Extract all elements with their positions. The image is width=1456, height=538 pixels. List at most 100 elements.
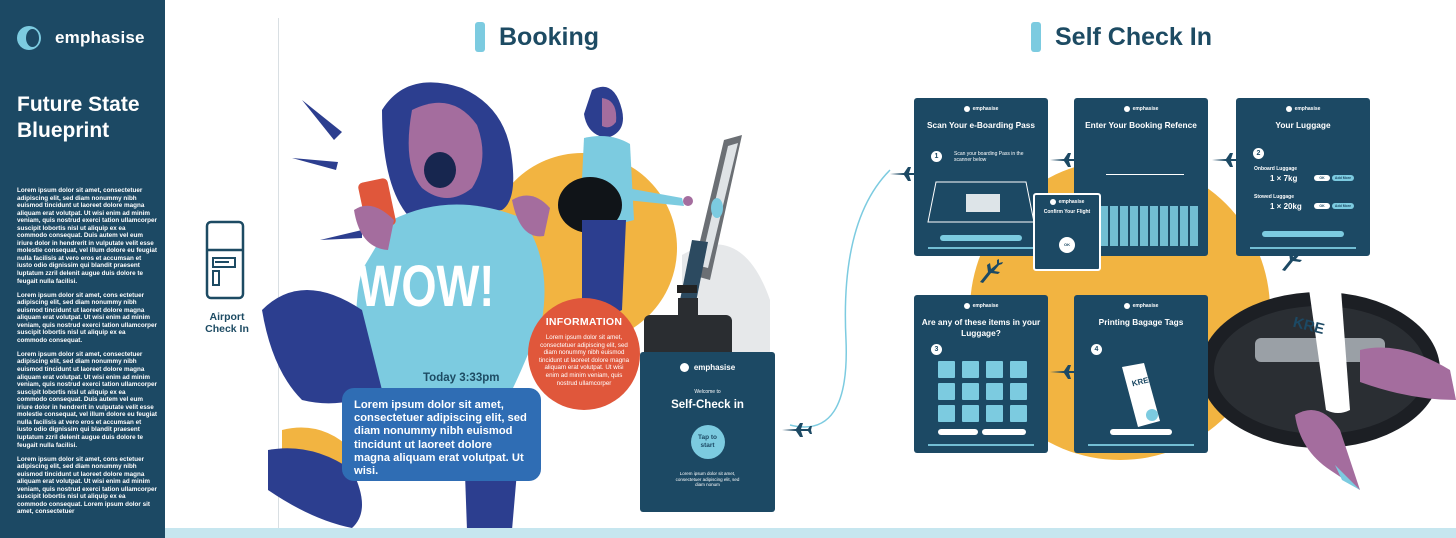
emphasise-logo-icon bbox=[1049, 199, 1056, 205]
chat-message-bubble: Lorem ipsum dolor sit amet, consectetuer… bbox=[342, 388, 541, 481]
kiosk-icon bbox=[205, 220, 245, 300]
stowed-luggage-label: Stowed Luggage bbox=[1254, 194, 1294, 200]
prohibited-item-tile[interactable] bbox=[1010, 383, 1027, 400]
sidebar-paragraph: Lorem ipsum dolor sit amet, cons ectetue… bbox=[17, 455, 157, 516]
prohibited-item-tile[interactable] bbox=[962, 405, 979, 422]
booking-illustration: WOW! bbox=[262, 82, 770, 530]
emphasise-logo-icon bbox=[17, 26, 47, 50]
continue-button[interactable] bbox=[1262, 231, 1344, 237]
kiosk-welcome-text: Welcome to bbox=[694, 389, 721, 395]
onboard-luggage-label: Onboard Luggage bbox=[1254, 166, 1298, 172]
screen-title: Your Luggage bbox=[1275, 120, 1331, 130]
prohibited-item-tile[interactable] bbox=[986, 405, 1003, 422]
prohibited-item-tile[interactable] bbox=[986, 361, 1003, 378]
progress-bar bbox=[928, 247, 1034, 249]
emphasise-logo-icon bbox=[963, 106, 970, 112]
add-more-button[interactable]: Add More bbox=[1332, 175, 1354, 181]
screen-your-luggage: emphasise Your Luggage 2 Onboard Luggage… bbox=[1236, 98, 1370, 256]
emphasise-logo-icon bbox=[1285, 106, 1292, 112]
prohibited-item-tile[interactable] bbox=[1010, 361, 1027, 378]
kiosk-scanner-shape bbox=[711, 198, 723, 218]
woman-sweater-shape bbox=[356, 204, 545, 390]
kiosk-logo: emphasise bbox=[640, 363, 775, 372]
kiosk-title: Self-Check in bbox=[671, 399, 744, 411]
sidebar-body: Lorem ipsum dolor sit amet, consectetuer… bbox=[17, 187, 157, 522]
tap-to-start-button[interactable]: Tap to start bbox=[690, 425, 725, 459]
prohibited-item-tile[interactable] bbox=[938, 383, 955, 400]
reference-input[interactable] bbox=[1106, 174, 1184, 175]
on-screen-keyboard[interactable] bbox=[1100, 206, 1200, 246]
step-number: 4 bbox=[1091, 344, 1102, 355]
bag-tag-graphic: KRE bbox=[1122, 363, 1160, 427]
ok-button[interactable]: OK bbox=[1314, 203, 1330, 209]
continue-button[interactable] bbox=[940, 235, 1022, 241]
kiosk-footer-text: Lorem ipsum dolor sit amet, consectetuer… bbox=[675, 471, 740, 487]
emphasise-logo-icon bbox=[963, 303, 970, 309]
prohibited-item-tile[interactable] bbox=[1010, 405, 1027, 422]
screen-brand: emphasise bbox=[972, 303, 999, 309]
section-title: Booking bbox=[499, 22, 599, 51]
column-divider bbox=[278, 18, 279, 538]
progress-bar bbox=[1250, 247, 1356, 249]
tag-text: KRE bbox=[1131, 375, 1150, 388]
brand-logo: emphasise bbox=[17, 26, 145, 50]
heading-accent bbox=[475, 22, 485, 52]
popup-title: Confirm Your Flight bbox=[1043, 209, 1091, 215]
flight-path-line bbox=[789, 169, 891, 428]
screen-luggage-items: emphasise Are any of these items in your… bbox=[914, 295, 1048, 453]
screen-brand: emphasise bbox=[972, 106, 999, 112]
prohibited-item-tile[interactable] bbox=[962, 361, 979, 378]
onboard-luggage-value: 1 × 7kg bbox=[1270, 174, 1298, 183]
screen-logo: emphasise bbox=[914, 106, 1048, 112]
prohibited-item-tile[interactable] bbox=[938, 405, 955, 422]
step-number: 3 bbox=[931, 344, 942, 355]
ok-button[interactable]: OK bbox=[1314, 175, 1330, 181]
hand-shape bbox=[1360, 347, 1456, 400]
sidebar-paragraph: Lorem ipsum dolor sit amet, consectetuer… bbox=[17, 187, 157, 285]
motion-line-shape bbox=[302, 100, 342, 140]
fist-shape bbox=[512, 195, 550, 237]
bottom-band bbox=[165, 528, 1456, 538]
sidebar-paragraph: Lorem ipsum dolor sit amet, consectetuer… bbox=[17, 350, 157, 449]
sidebar: emphasise Future State Blueprint Lorem i… bbox=[0, 0, 165, 538]
continue-button[interactable] bbox=[1110, 429, 1172, 435]
page-title: Future State Blueprint bbox=[17, 93, 140, 142]
screen-title: Enter Your Booking Refence bbox=[1085, 120, 1197, 130]
woman-leg-shape bbox=[262, 290, 382, 404]
screen-logo: emphasise bbox=[1074, 106, 1208, 112]
screen-brand: emphasise bbox=[1132, 303, 1159, 309]
plane-icon bbox=[782, 153, 1305, 437]
heading-accent bbox=[1031, 22, 1041, 52]
yes-button[interactable] bbox=[938, 429, 978, 435]
qr-code-icon bbox=[966, 194, 1000, 212]
screen-instruction: Scan your boarding Pass in the scanner b… bbox=[954, 151, 1024, 163]
message-timestamp: Today 3:33pm bbox=[423, 372, 500, 384]
section-heading-booking: Booking bbox=[475, 22, 599, 52]
no-button[interactable] bbox=[982, 429, 1026, 435]
screen-brand: emphasise bbox=[1294, 106, 1321, 112]
stage-label: Airport Check In bbox=[205, 311, 249, 335]
progress-bar bbox=[928, 444, 1034, 446]
confirm-flight-popup: emphasise Confirm Your Flight OK bbox=[1033, 193, 1101, 271]
information-callout: INFORMATION Lorem ipsum dolor sit amet, … bbox=[528, 298, 640, 410]
prohibited-item-tile[interactable] bbox=[986, 383, 1003, 400]
handbag-shape bbox=[558, 177, 622, 233]
emphasise-logo-icon bbox=[679, 363, 689, 372]
step-number: 1 bbox=[931, 151, 942, 162]
screen-logo: emphasise bbox=[1035, 199, 1099, 205]
add-more-button[interactable]: Add More bbox=[1332, 203, 1354, 209]
brand-name: emphasise bbox=[55, 28, 145, 47]
emphasise-logo-icon bbox=[1123, 303, 1130, 309]
screen-brand: emphasise bbox=[1058, 199, 1085, 205]
progress-bar bbox=[1088, 444, 1194, 446]
prohibited-item-tile[interactable] bbox=[938, 361, 955, 378]
screen-logo: emphasise bbox=[914, 303, 1048, 309]
stowed-luggage-value: 1 × 20kg bbox=[1270, 202, 1302, 211]
screen-brand: emphasise bbox=[1132, 106, 1159, 112]
section-heading-self-check-in: Self Check In bbox=[1031, 22, 1212, 52]
screen-logo: emphasise bbox=[1236, 106, 1370, 112]
screen-logo: emphasise bbox=[1074, 303, 1208, 309]
prohibited-item-tile[interactable] bbox=[962, 383, 979, 400]
section-title: Self Check In bbox=[1055, 22, 1212, 51]
ok-button[interactable]: OK bbox=[1059, 237, 1075, 253]
